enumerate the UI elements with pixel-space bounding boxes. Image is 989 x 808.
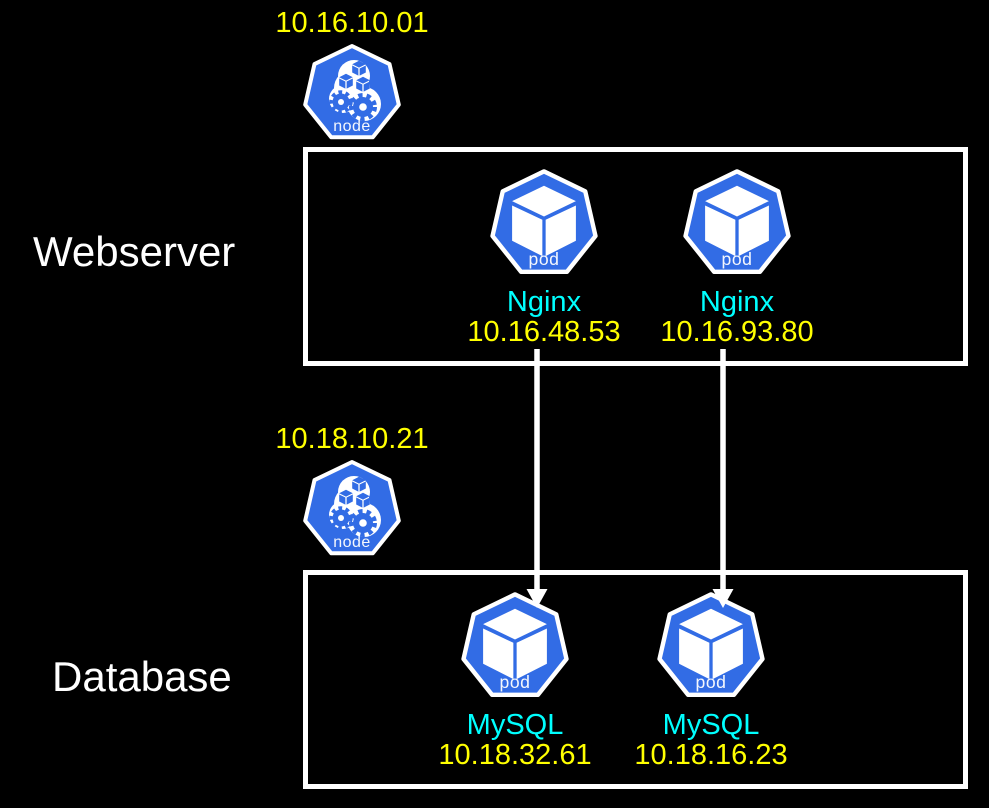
pod-icon-label: pod: [695, 672, 726, 692]
database-tier-label: Database: [52, 653, 232, 700]
database-node-group: 10.18.10.21 node: [252, 424, 452, 558]
mysql-pod-2-group: pod MySQL 10.18.16.23: [611, 590, 811, 771]
webserver-node-group: 10.16.10.01 node: [252, 8, 452, 142]
pod-icon: pod: [489, 167, 599, 277]
node-icon: node: [302, 42, 402, 142]
pod-icon-label: pod: [721, 249, 752, 269]
pod-ip: 10.18.32.61: [438, 739, 592, 772]
node-ip: 10.16.10.01: [275, 7, 429, 39]
nginx-pod-1-group: pod Nginx 10.16.48.53: [444, 167, 644, 348]
pod-name: MySQL: [662, 709, 760, 741]
node-icon-label: node: [333, 118, 371, 135]
database-tier-box: [303, 570, 968, 789]
pod-name: MySQL: [466, 709, 564, 741]
node-ip: 10.18.10.21: [275, 423, 429, 455]
mysql-pod-1-group: pod MySQL 10.18.32.61: [415, 590, 615, 771]
pod-ip: 10.18.16.23: [634, 739, 788, 772]
pod-icon: pod: [656, 590, 766, 700]
pod-icon-label: pod: [528, 249, 559, 269]
pod-ip: 10.16.48.53: [467, 316, 621, 349]
node-icon-label: node: [333, 534, 371, 551]
pod-name: Nginx: [506, 286, 582, 318]
pod-name: Nginx: [699, 286, 775, 318]
pod-icon-label: pod: [499, 672, 530, 692]
pod-ip: 10.16.93.80: [660, 316, 814, 349]
nginx-pod-2-group: pod Nginx 10.16.93.80: [637, 167, 837, 348]
webserver-tier-box: [303, 147, 968, 366]
webserver-tier-label: Webserver: [33, 228, 236, 275]
pod-icon: pod: [682, 167, 792, 277]
node-icon: node: [302, 458, 402, 558]
pod-icon: pod: [460, 590, 570, 700]
